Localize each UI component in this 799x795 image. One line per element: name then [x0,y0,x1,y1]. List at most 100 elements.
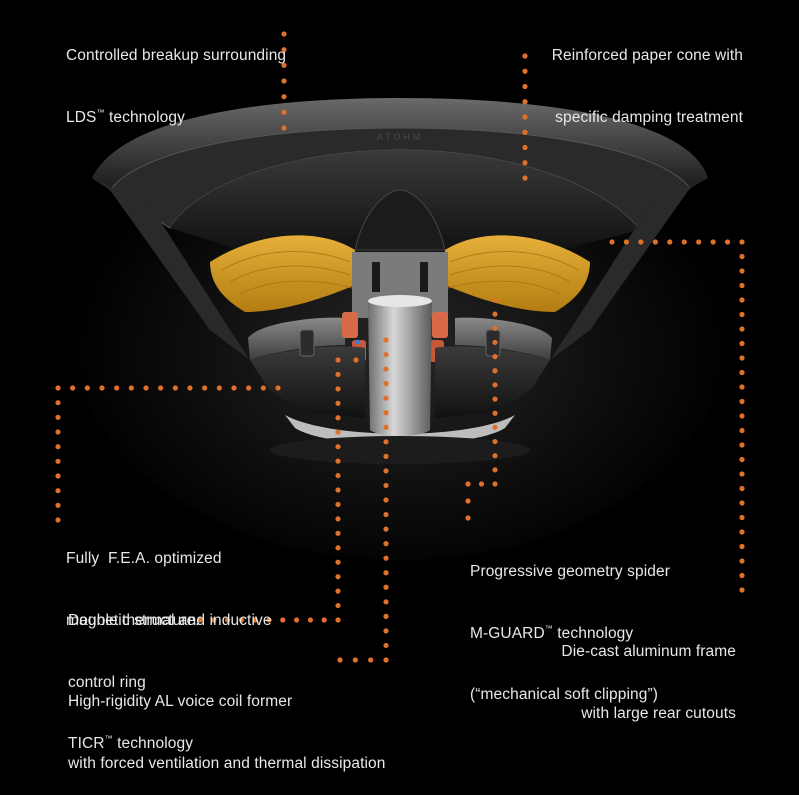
leader-dot [173,385,178,390]
leader-dot [522,69,527,74]
leader-dot [739,515,744,520]
leader-dot [383,614,388,619]
callout-spider: Progressive geometry spider M-GUARD™ tec… [470,521,670,726]
leader-dot [335,617,340,622]
leader-dot [492,326,497,331]
screw-left [300,330,314,356]
leader-dot [335,560,340,565]
leader-dot [217,385,222,390]
coil-wire-dot [356,340,361,345]
leader-dot [522,160,527,165]
leader-dot [55,444,60,449]
leader-dot [383,643,388,648]
leader-dot [294,617,299,622]
leader-dot [465,498,470,503]
leader-dot [492,453,497,458]
leader-dot [696,239,701,244]
leader-dot [261,385,266,390]
leader-dot [653,239,658,244]
leader-dot [492,312,497,317]
leader-dot [492,467,497,472]
leader-dot [739,500,744,505]
leader-dot [739,283,744,288]
leader-dot [739,312,744,317]
leader-dot [492,411,497,416]
leader-dot [383,541,388,546]
pole-piece [368,300,432,436]
leader-dot [638,239,643,244]
leader-dot [383,352,388,357]
leader-dot [231,385,236,390]
floor-shadow [270,436,530,464]
leader-dot [55,517,60,522]
leader-dot [383,512,388,517]
leader-dot [114,385,119,390]
leader-dot [335,603,340,608]
leader-dot [55,385,60,390]
leader-dot [335,459,340,464]
leader-dot [335,473,340,478]
leader-dot [465,481,470,486]
leader-dot [335,574,340,579]
leader-dot [739,326,744,331]
leader-dot [335,487,340,492]
leader-dot [522,145,527,150]
brand-mark: ATOHM [377,132,424,142]
leader-dot [55,503,60,508]
leader-dot [739,341,744,346]
leader-dot [739,268,744,273]
callout-surround: Controlled breakup surrounding LDS™ tech… [66,5,286,149]
former-slot-right [420,262,428,292]
leader-dot [522,53,527,58]
leader-dot [479,481,484,486]
leader-dot [280,617,285,622]
leader-dot [335,589,340,594]
leader-dot [492,481,497,486]
leader-dot [383,410,388,415]
leader-dot [522,99,527,104]
leader-dot [85,385,90,390]
leader-dot [667,239,672,244]
leader-dot [739,587,744,592]
leader-dot [739,355,744,360]
leader-dot [711,239,716,244]
leader-dot [335,357,340,362]
leader-dot [492,354,497,359]
leader-dot [739,297,744,302]
leader-dot [383,497,388,502]
leader-dot [335,444,340,449]
leader-dot [70,385,75,390]
leader-dot [202,385,207,390]
leader-dot [383,454,388,459]
leader-dot [725,239,730,244]
leader-dot [739,370,744,375]
callout-cone: Reinforced paper cone with specific damp… [552,5,743,149]
leader-dot [383,556,388,561]
leader-dot [739,399,744,404]
leader-dot [609,239,614,244]
leader-dot [522,114,527,119]
leader-dot [492,439,497,444]
leader-dot [246,385,251,390]
leader-dot [383,337,388,342]
leader-dot [492,382,497,387]
leader-dot [383,599,388,604]
leader-dot [522,130,527,135]
leader-dot [335,430,340,435]
leader-dot [55,429,60,434]
leader-dot [158,385,163,390]
leader-dot [187,385,192,390]
leader-dot [739,239,744,244]
leader-dot [55,415,60,420]
copper-ring-left [342,312,358,338]
leader-dot [739,471,744,476]
leader-dot [383,585,388,590]
leader-dot [739,529,744,534]
leader-dot [353,357,358,362]
leader-dot [522,175,527,180]
leader-dot [739,558,744,563]
leader-dot [383,396,388,401]
leader-dot [492,297,497,302]
callout-coil: High-rigidity AL voice coil former with … [68,651,385,795]
leader-dot [308,617,313,622]
